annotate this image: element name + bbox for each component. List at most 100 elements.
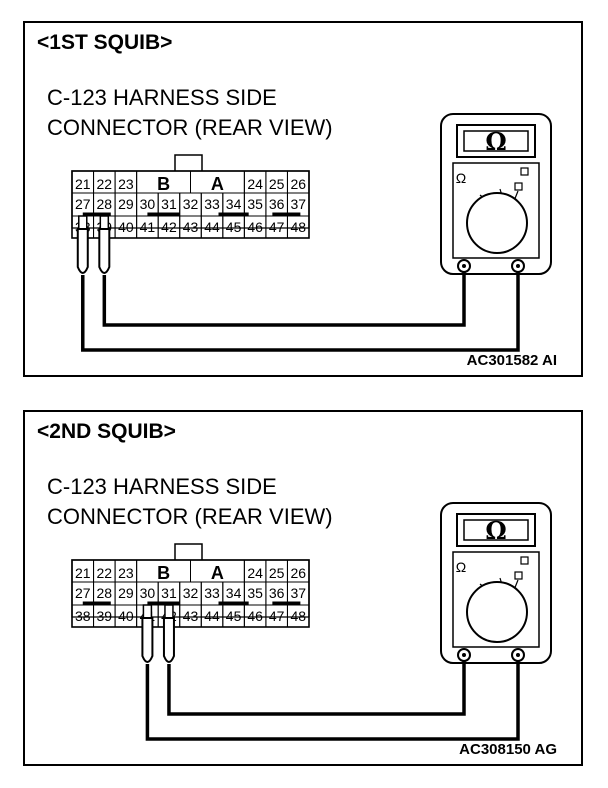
- v-ohm-terminal-center: [516, 264, 520, 268]
- probe-handle: [162, 617, 175, 663]
- range-indicator-icon: [520, 556, 529, 565]
- pin-number: 35: [247, 196, 263, 212]
- pin-number: 24: [247, 565, 263, 581]
- probe-handle: [76, 228, 89, 274]
- pin-number: 46: [247, 608, 263, 624]
- pin-number: 37: [290, 196, 306, 212]
- pin-number: 29: [118, 585, 134, 601]
- connector-label-line2: CONNECTOR (REAR VIEW): [47, 115, 333, 140]
- pin-number: 38: [75, 608, 91, 624]
- com-terminal-center: [462, 653, 466, 657]
- test-lead-wire: [167, 661, 466, 716]
- harness-connector: 212223242526BA27282930313233343536373839…: [71, 154, 310, 239]
- pin-number: 44: [204, 608, 220, 624]
- connector-label-line1: C-123 HARNESS SIDE: [47, 474, 277, 499]
- pin-number: 32: [183, 196, 199, 212]
- pin-number: 47: [269, 608, 285, 624]
- pin-number: 28: [97, 585, 113, 601]
- figure-code: AC301582 AI: [466, 352, 557, 369]
- connector-body: [71, 170, 310, 239]
- pin-number: 29: [118, 196, 134, 212]
- pin-number: 40: [118, 608, 134, 624]
- test-probe: [98, 215, 111, 274]
- block-label-b: B: [157, 174, 170, 194]
- connector-label: C-123 HARNESS SIDE CONNECTOR (REAR VIEW): [47, 472, 333, 532]
- panel-title: <2ND SQUIB>: [37, 420, 176, 443]
- pin-number: 44: [204, 219, 220, 235]
- pin-number: 33: [204, 196, 220, 212]
- pin-number: 42: [161, 219, 177, 235]
- pin-number: 39: [97, 608, 113, 624]
- squib-1-panel: <1ST SQUIB> C-123 HARNESS SIDE CONNECTOR…: [23, 21, 583, 377]
- block-label-a: A: [211, 563, 224, 583]
- pin-number: 36: [269, 196, 285, 212]
- pin-number: 37: [290, 585, 306, 601]
- selector-dial: [466, 192, 528, 254]
- block-label-b: B: [157, 563, 170, 583]
- pin-number: 26: [290, 565, 306, 581]
- range-indicator-icon: [514, 182, 523, 191]
- ohmmeter: ΩΩ: [440, 502, 552, 664]
- range-marker-icon: Ω: [456, 170, 466, 186]
- test-probe: [141, 604, 154, 663]
- pin-number: 28: [97, 196, 113, 212]
- pin-number: 48: [290, 608, 306, 624]
- connector-meter-diagram: 212223242526BA27282930313233343536373839…: [71, 113, 552, 352]
- connector-latch: [174, 543, 203, 560]
- block-label-a: A: [211, 174, 224, 194]
- test-lead-wire: [102, 272, 466, 327]
- pin-number: 24: [247, 176, 263, 192]
- pin-number: 31: [161, 196, 177, 212]
- panel-title: <1ST SQUIB>: [37, 31, 173, 54]
- ohm-symbol: Ω: [485, 516, 506, 545]
- connector-label-line1: C-123 HARNESS SIDE: [47, 85, 277, 110]
- com-terminal-center: [462, 264, 466, 268]
- connector-body: [71, 559, 310, 628]
- pin-number: 33: [204, 585, 220, 601]
- pin-number: 22: [97, 176, 113, 192]
- pin-number: 48: [290, 219, 306, 235]
- test-probe: [162, 604, 175, 663]
- pin-number: 34: [226, 196, 242, 212]
- squib-2-panel: <2ND SQUIB> C-123 HARNESS SIDE CONNECTOR…: [23, 410, 583, 766]
- pin-number: 21: [75, 565, 91, 581]
- pin-number: 34: [226, 585, 242, 601]
- pin-number: 43: [183, 219, 199, 235]
- pin-number: 26: [290, 176, 306, 192]
- pin-number: 45: [226, 219, 242, 235]
- range-indicator-icon: [514, 571, 523, 580]
- pin-number: 21: [75, 176, 91, 192]
- pin-number: 35: [247, 585, 263, 601]
- pin-number: 45: [226, 608, 242, 624]
- pin-number: 27: [75, 585, 91, 601]
- pin-number: 46: [247, 219, 263, 235]
- pin-number: 30: [140, 196, 156, 212]
- connector-label: C-123 HARNESS SIDE CONNECTOR (REAR VIEW): [47, 83, 333, 143]
- pin-number: 27: [75, 196, 91, 212]
- pin-number: 23: [118, 176, 134, 192]
- pin-number: 43: [183, 608, 199, 624]
- selector-dial: [466, 581, 528, 643]
- figure-code: AC308150 AG: [459, 741, 557, 758]
- pin-number: 32: [183, 585, 199, 601]
- pin-number: 25: [269, 176, 285, 192]
- pin-number: 23: [118, 565, 134, 581]
- pin-number: 31: [161, 585, 177, 601]
- v-ohm-terminal-center: [516, 653, 520, 657]
- ohmmeter: ΩΩ: [440, 113, 552, 275]
- pin-number: 22: [97, 565, 113, 581]
- connector-label-line2: CONNECTOR (REAR VIEW): [47, 504, 333, 529]
- ohm-symbol: Ω: [485, 127, 506, 156]
- probe-handle: [98, 228, 111, 274]
- pin-number: 30: [140, 585, 156, 601]
- connector-latch: [174, 154, 203, 171]
- pin-number: 47: [269, 219, 285, 235]
- pin-number: 40: [118, 219, 134, 235]
- probe-handle: [141, 617, 154, 663]
- pin-number: 41: [140, 219, 156, 235]
- pin-number: 36: [269, 585, 285, 601]
- test-lead-wire: [81, 272, 520, 352]
- test-lead-wire: [145, 661, 520, 741]
- range-marker-icon: Ω: [456, 559, 466, 575]
